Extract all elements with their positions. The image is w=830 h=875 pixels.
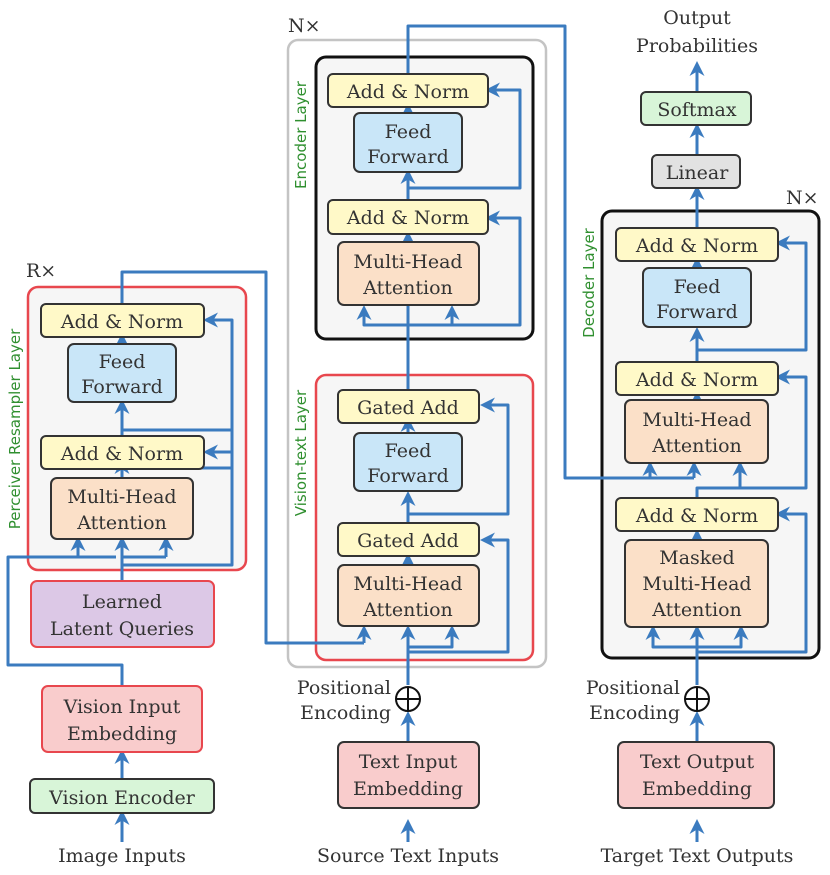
softmax-block bbox=[640, 91, 752, 126]
decoder-mha-label-2: Attention bbox=[651, 435, 742, 457]
decoder-addnorm-3-block bbox=[615, 227, 779, 262]
perceiver-addnorm-1-label: Add & Norm bbox=[60, 443, 183, 465]
vision-text-feedforward-block bbox=[353, 432, 463, 492]
learned-latent-label-2: Latent Queries bbox=[50, 618, 194, 640]
decoder-addnorm-1-block bbox=[615, 497, 779, 532]
perceiver-feedforward-label-1: Feed bbox=[99, 351, 146, 373]
learned-latent-queries-block bbox=[30, 580, 215, 648]
oplus-icon-source bbox=[395, 686, 421, 712]
vision-text-mha-label-1: Multi-Head bbox=[353, 573, 462, 595]
positional-encoding-target-2: Encoding bbox=[589, 702, 680, 724]
image-inputs-label: Image Inputs bbox=[58, 845, 186, 867]
positional-encoding-target-1: Positional bbox=[586, 677, 680, 699]
decoder-feedforward-label-2: Forward bbox=[656, 301, 738, 323]
linear-label: Linear bbox=[666, 162, 730, 184]
vision-text-feedforward-label-2: Forward bbox=[367, 465, 449, 487]
decoder-feedforward-block bbox=[642, 267, 752, 328]
encoder-mha-block bbox=[337, 241, 480, 306]
decoder-addnorm-3-label: Add & Norm bbox=[635, 235, 758, 257]
perceiver-mha-block bbox=[50, 477, 194, 540]
decoder-masked-label-1: Masked bbox=[659, 547, 734, 569]
perceiver-feedforward-label-2: Forward bbox=[81, 376, 163, 398]
encoder-addnorm-1-block bbox=[327, 199, 489, 235]
encoder-addnorm-1-label: Add & Norm bbox=[346, 207, 469, 229]
perceiver-addnorm-2-block bbox=[40, 303, 205, 338]
encoder-addnorm-2-block bbox=[327, 73, 489, 108]
encoder-layer-label: Encoder Layer bbox=[292, 80, 310, 189]
vision-text-gated-add-1-label: Gated Add bbox=[357, 530, 459, 552]
output-probabilities-label-1: Output bbox=[663, 7, 731, 29]
softmax-label: Softmax bbox=[657, 99, 736, 121]
perceiver-mha-label-1: Multi-Head bbox=[67, 486, 176, 508]
text-output-embedding-label-2: Embedding bbox=[642, 778, 752, 800]
perceiver-feedforward-block bbox=[67, 343, 177, 403]
linear-block bbox=[651, 154, 741, 189]
decoder-mha-label-1: Multi-Head bbox=[642, 409, 751, 431]
encoder-mha-label-2: Attention bbox=[362, 277, 453, 299]
decoder-feedforward-label-1: Feed bbox=[674, 276, 721, 298]
perceiver-layer-label: Perceiver Resampler Layer bbox=[6, 328, 24, 529]
encoder-addnorm-2-label: Add & Norm bbox=[346, 81, 469, 103]
encoder-feedforward-label-1: Feed bbox=[385, 121, 432, 143]
learned-latent-label-1: Learned bbox=[82, 591, 162, 613]
decoder-repeat-label: N× bbox=[786, 187, 819, 209]
output-probabilities-label-2: Probabilities bbox=[636, 35, 758, 57]
encoder-feedforward-label-2: Forward bbox=[367, 146, 449, 168]
decoder-masked-label-2: Multi-Head bbox=[642, 573, 751, 595]
source-text-inputs-label: Source Text Inputs bbox=[317, 845, 499, 867]
vision-text-gated-add-1-block bbox=[337, 522, 480, 557]
decoder-masked-label-3: Attention bbox=[651, 599, 742, 621]
vision-text-feedforward-label-1: Feed bbox=[385, 440, 432, 462]
text-output-embedding-label-1: Text Output bbox=[640, 751, 755, 773]
decoder-addnorm-1-label: Add & Norm bbox=[635, 505, 758, 527]
vision-text-mha-block bbox=[337, 564, 480, 627]
vision-encoder-label: Vision Encoder bbox=[48, 787, 196, 809]
text-output-embedding-block bbox=[617, 741, 775, 809]
oplus-icon-target bbox=[684, 686, 710, 712]
perceiver-addnorm-2-label: Add & Norm bbox=[60, 311, 183, 333]
decoder-mha-block bbox=[624, 399, 769, 464]
text-input-embedding-label-2: Embedding bbox=[353, 778, 463, 800]
perceiver-repeat-label: R× bbox=[26, 260, 56, 282]
encoder-repeat-label: N× bbox=[288, 15, 321, 37]
text-input-embedding-block bbox=[337, 741, 480, 809]
perceiver-addnorm-1-block bbox=[40, 435, 205, 470]
decoder-masked-mha-block bbox=[624, 539, 769, 628]
decoder-layer-label: Decoder Layer bbox=[580, 227, 598, 338]
vision-text-mha-label-2: Attention bbox=[362, 599, 453, 621]
vision-text-gated-add-2-block bbox=[337, 389, 480, 424]
encoder-mha-label-1: Multi-Head bbox=[353, 251, 462, 273]
vision-text-layer-label: Vision-text Layer bbox=[292, 389, 310, 516]
decoder-addnorm-2-block bbox=[615, 361, 779, 396]
positional-encoding-source-1: Positional bbox=[297, 677, 391, 699]
vision-input-embedding-label-2: Embedding bbox=[67, 723, 177, 745]
target-text-outputs-label: Target Text Outputs bbox=[601, 845, 794, 867]
vision-encoder-block bbox=[29, 778, 215, 814]
encoder-feedforward-block bbox=[353, 112, 463, 173]
vision-input-embedding-block bbox=[41, 685, 203, 753]
decoder-addnorm-2-label: Add & Norm bbox=[635, 369, 758, 391]
perceiver-mha-label-2: Attention bbox=[76, 512, 167, 534]
positional-encoding-source-2: Encoding bbox=[300, 702, 391, 724]
text-input-embedding-label-1: Text Input bbox=[359, 751, 458, 773]
vision-text-gated-add-2-label: Gated Add bbox=[357, 397, 459, 419]
vision-input-embedding-label-1: Vision Input bbox=[63, 696, 181, 718]
